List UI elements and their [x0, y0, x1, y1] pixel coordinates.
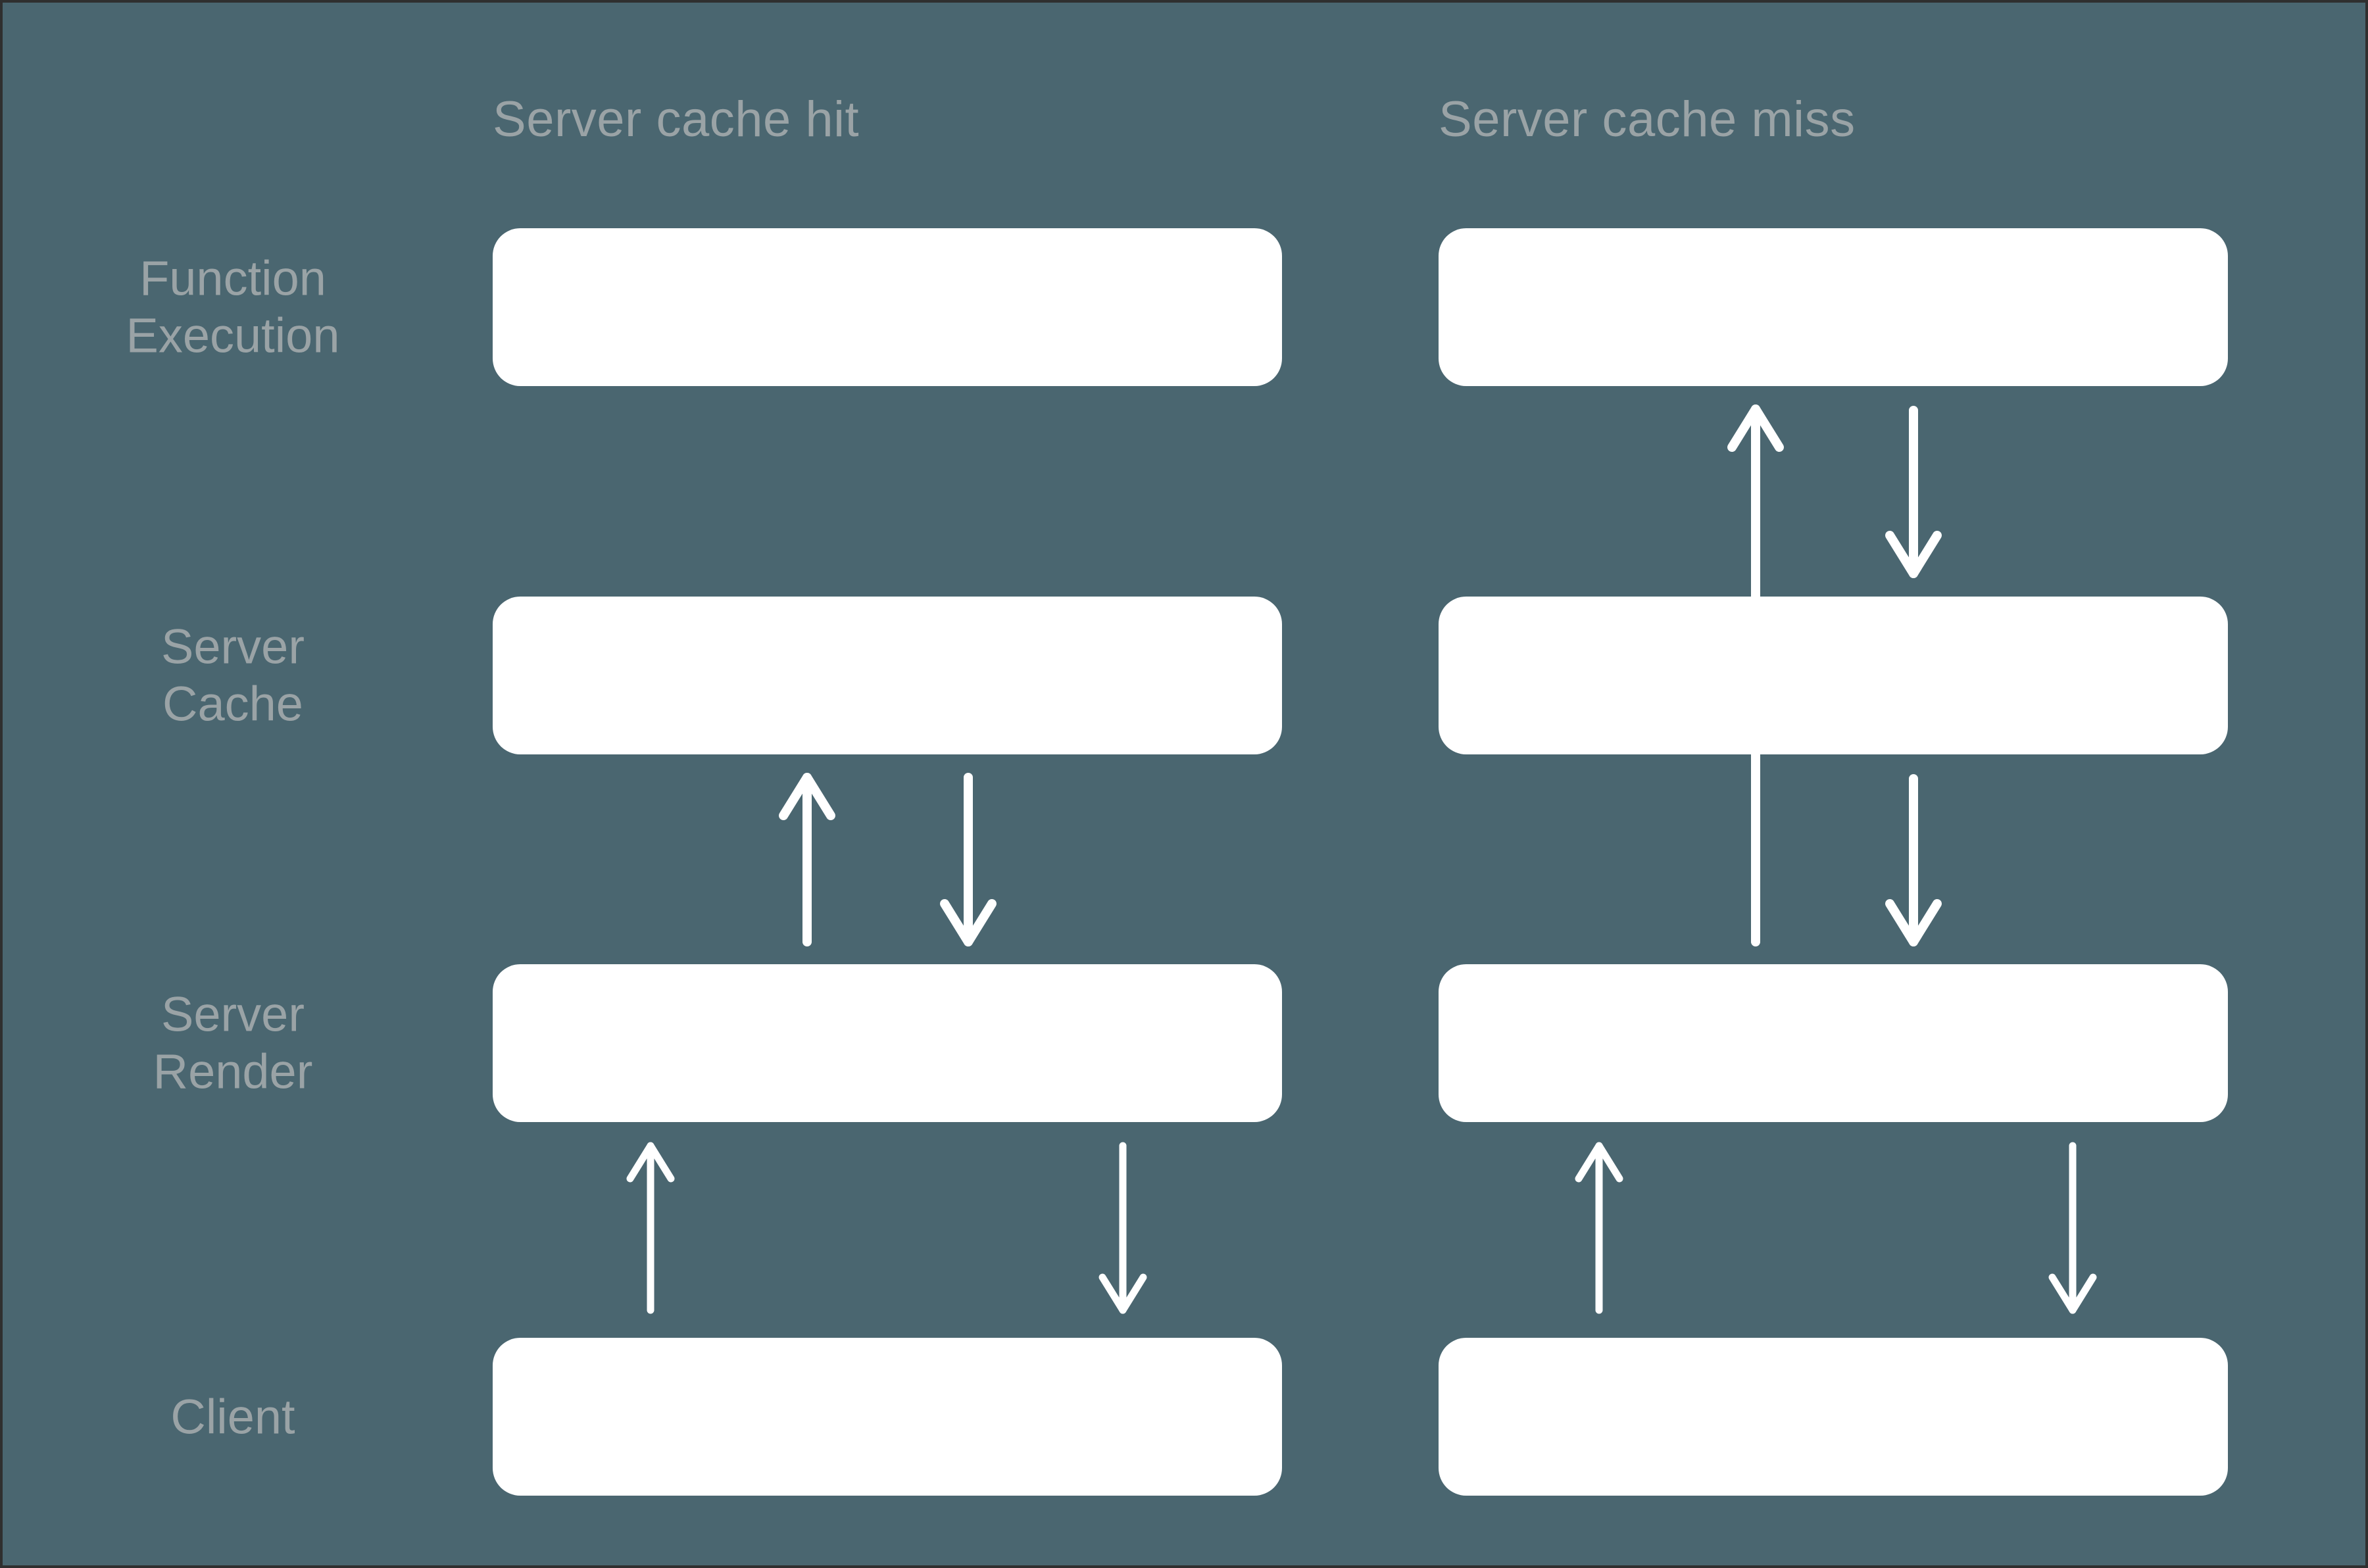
lane-box-hit-server-cache[interactable]	[493, 597, 1282, 754]
row-label-function-execution: Function Execution	[126, 251, 340, 363]
arrow-hit-render-to-client	[1083, 1139, 1163, 1317]
lane-box-hit-function-execution[interactable]	[493, 228, 1282, 386]
row-label-client: Client	[170, 1389, 295, 1444]
lane-box-miss-client[interactable]	[1439, 1338, 2228, 1496]
row-label-server-render: Server Render	[153, 987, 313, 1099]
lane-box-miss-server-cache[interactable]	[1439, 597, 2228, 754]
arrow-miss-function-to-cache	[1866, 401, 1961, 583]
arrow-hit-client-to-render	[610, 1139, 691, 1317]
lane-box-miss-server-render[interactable]	[1439, 964, 2228, 1122]
arrow-miss-render-to-function	[1708, 400, 1803, 951]
row-label-server-cache: Server Cache	[161, 619, 305, 731]
column-header-server-cache-hit: Server cache hit	[493, 91, 860, 147]
lane-box-hit-client[interactable]	[493, 1338, 1282, 1496]
arrow-miss-client-to-render	[1559, 1139, 1639, 1317]
arrow-hit-cache-to-render	[921, 768, 1016, 951]
lane-box-miss-function-execution[interactable]	[1439, 228, 2228, 386]
arrow-miss-cache-to-render	[1866, 770, 1961, 951]
arrow-hit-render-to-cache	[760, 768, 854, 951]
column-header-server-cache-miss: Server cache miss	[1439, 91, 1856, 147]
arrow-miss-render-to-client	[2033, 1139, 2113, 1317]
lane-box-hit-server-render[interactable]	[493, 964, 1282, 1122]
